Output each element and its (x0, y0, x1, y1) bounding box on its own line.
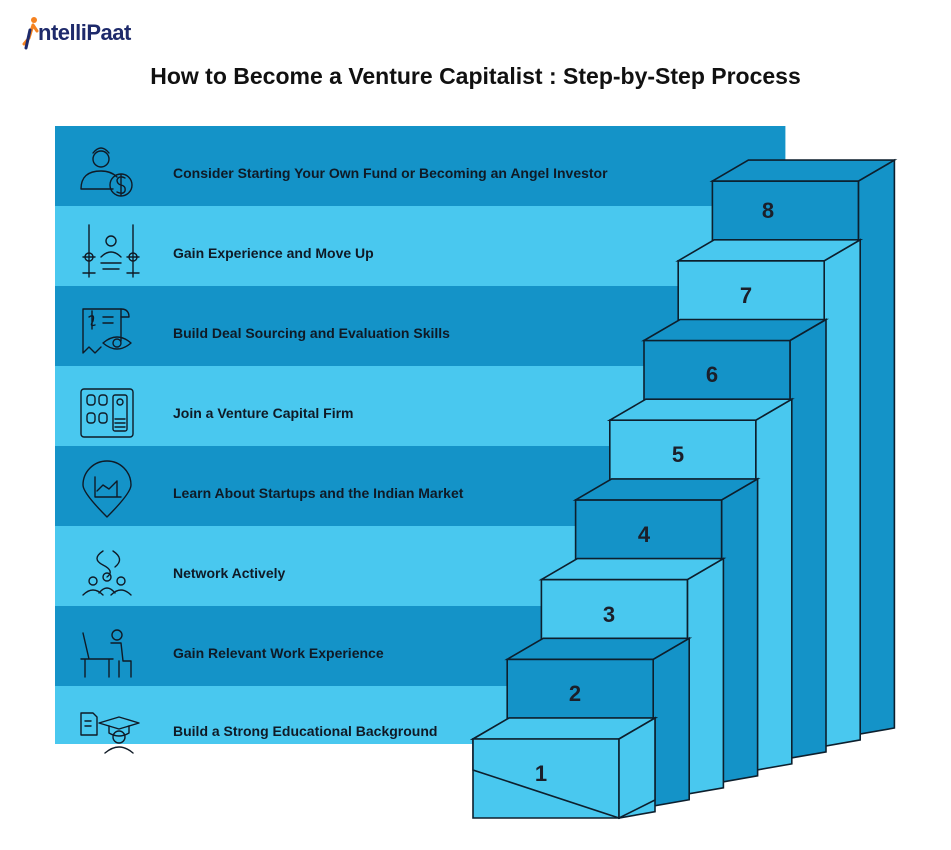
step-number-7: 7 (739, 283, 753, 308)
step-number-2: 2 (568, 681, 582, 706)
step-label-1: Build a Strong Educational Background (173, 723, 438, 739)
step-label-5: Join a Venture Capital Firm (173, 405, 354, 421)
stair-step-1-side (618, 716, 656, 820)
step-label-4: Learn About Startups and the Indian Mark… (173, 485, 464, 501)
band-step-8 (55, 126, 786, 206)
step-number-1: 1 (534, 761, 548, 786)
document-eye-icon (82, 308, 132, 354)
band-step-1 (55, 686, 546, 744)
step-label-3: Network Actively (173, 565, 286, 581)
market-pin-icon (82, 460, 132, 518)
step-number-8: 8 (761, 198, 775, 223)
band-step-4 (55, 446, 649, 526)
step-number-3: 3 (602, 602, 616, 627)
page-title: How to Become a Venture Capitalist : Ste… (150, 63, 801, 89)
step-label-8: Consider Starting Your Own Fund or Becom… (173, 165, 608, 181)
network-people-icon (82, 550, 132, 596)
logo-figure-icon (22, 17, 39, 50)
band-step-3 (55, 526, 615, 606)
graduate-icon (80, 712, 140, 754)
band-step-2 (55, 606, 581, 686)
band-step-6 (55, 286, 717, 366)
investor-dollar-icon (80, 147, 133, 197)
step-label-2: Gain Relevant Work Experience (173, 645, 384, 661)
step-label-7: Gain Experience and Move Up (173, 245, 374, 261)
office-building-icon (80, 388, 134, 438)
band-step-5 (55, 366, 683, 446)
logo-wordmark: ntelliPaat (38, 20, 131, 45)
step-number-4: 4 (637, 522, 651, 547)
step-number-6: 6 (705, 362, 719, 387)
step-number-5: 5 (671, 442, 685, 467)
band-step-7 (55, 206, 752, 286)
ladder-up-icon (82, 224, 140, 278)
step-label-6: Build Deal Sourcing and Evaluation Skill… (173, 325, 450, 341)
desk-worker-icon (80, 629, 132, 678)
